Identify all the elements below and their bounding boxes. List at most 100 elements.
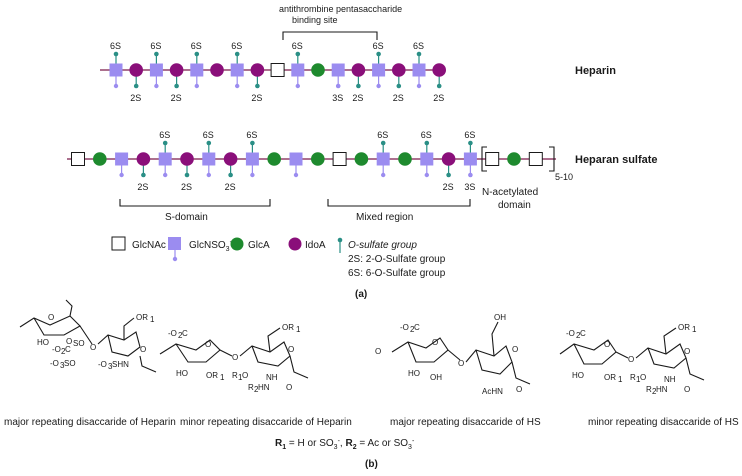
legend-glca: GlcA [248,240,270,251]
svg-text:1: 1 [150,315,155,324]
hs-glcnso3 [158,152,172,166]
heparin-6s-pin [234,51,240,57]
heparin-2s-pin [133,83,139,89]
svg-text:HN: HN [258,383,270,392]
hs-idoa [441,152,456,166]
svg-text:2: 2 [61,347,66,356]
svg-text:O: O [628,355,634,364]
svg-text:O: O [205,340,211,349]
panel-a-label: (a) [355,289,367,300]
heparin-glcnso3 [412,63,426,77]
svg-text:-O: -O [566,329,575,338]
heparin-6s-pin [416,51,422,57]
heparin-glcnac [270,63,285,77]
hs-2s-pin [184,172,190,178]
svg-text:SO: SO [64,359,76,368]
heparin-bottom-label: 3S [332,93,343,103]
hs-label: Heparan sulfate [575,154,658,166]
svg-text:HO: HO [408,369,420,378]
hs-glca [507,152,521,166]
heparin-2s-pin [436,83,442,89]
heparin-6s-pin [194,51,200,57]
svg-text:AcHN: AcHN [482,387,503,396]
svg-text:3: 3 [108,362,113,371]
mixed-region-label: Mixed region [356,212,413,223]
s-domain-label: S-domain [165,212,208,223]
svg-text:O: O [48,313,54,322]
heparin-bottom-label: 2S [393,93,404,103]
hs-top-label: 6S [203,130,214,140]
hs-6s-pin [162,140,168,146]
hs-2s-pin [468,172,473,178]
repeat-bracket-right [549,146,555,172]
heparin-idoa [210,63,224,77]
heparin-idoa [169,63,184,77]
heparin-top-label: 6S [292,41,303,51]
hs-2s-pin [228,172,233,178]
hs-glca [267,152,282,166]
legend-glcnac: GlcNAc [132,240,166,251]
glcnac-legend-icon [111,236,126,251]
heparin-bottom-label: 2S [433,93,444,103]
caption-3: major repeating disaccaride of HS [390,417,541,428]
svg-text:R: R [630,373,636,382]
svg-text:O: O [512,345,518,354]
heparin-2s-pin [255,83,260,89]
svg-text:O: O [375,347,381,356]
hs-glca [354,152,369,166]
legend-6s: 6S: 6-O-Sulfate group [348,268,446,279]
svg-text:-O: -O [98,360,107,369]
caption-1: major repeating disaccaride of Heparin [4,417,176,428]
hs-6s-pin [468,140,473,146]
heparin-top-label: 6S [150,41,161,51]
hs-glcnso3 [420,152,434,166]
idoa-legend-icon [288,237,302,251]
heparin-glcnso3 [230,63,244,77]
heparin-bottom-label: 2S [251,93,262,103]
heparin-2s-pin [396,83,402,89]
svg-text:R: R [248,383,254,392]
svg-text:R: R [232,371,238,380]
svg-text:-O: -O [52,345,61,354]
hs-glcnso3 [376,152,390,166]
svg-text:O: O [516,385,522,394]
s-domain-bracket [119,199,271,207]
heparin-glcnso3 [149,63,163,77]
svg-text:O: O [684,347,690,356]
hs-idoa [136,152,151,166]
heparin-6s-pin [376,51,381,57]
svg-text:HO: HO [176,369,188,378]
legend-osulfate: O-sulfate group [348,240,417,251]
repeat-bracket-left [481,146,487,172]
svg-text:2: 2 [652,387,657,396]
heparin-bottom-label: 2S [352,93,363,103]
hs-top-label: 6S [377,130,388,140]
hs-bottom-label: 2S [137,182,148,192]
svg-text:OR: OR [282,323,294,332]
heparin-bottom-label: 2S [130,93,141,103]
hs-glcnac [528,152,543,166]
svg-text:SO: SO [73,339,85,348]
svg-text:OR: OR [206,371,218,380]
hs-glcnso3 [289,152,303,166]
svg-text:O: O [286,383,292,392]
svg-text:HO: HO [572,371,584,380]
svg-text:R: R [646,385,652,394]
heparin-chain: antithrombine pentasaccharide binding si… [100,4,616,103]
svg-text:1: 1 [220,373,225,382]
svg-text:O: O [90,343,96,352]
heparin-idoa [129,63,143,77]
svg-text:O: O [458,359,464,368]
svg-text:1: 1 [636,375,641,384]
osulfate-legend-icon [337,237,343,243]
glca-legend-icon [230,237,244,251]
svg-text:NH: NH [664,375,676,384]
svg-text:O: O [140,345,146,354]
binding-site-label-line1: antithrombine pentasaccharide [279,4,402,14]
hs-6s-pin [380,140,386,146]
svg-text:O: O [432,338,438,347]
svg-text:SHN: SHN [112,360,129,369]
